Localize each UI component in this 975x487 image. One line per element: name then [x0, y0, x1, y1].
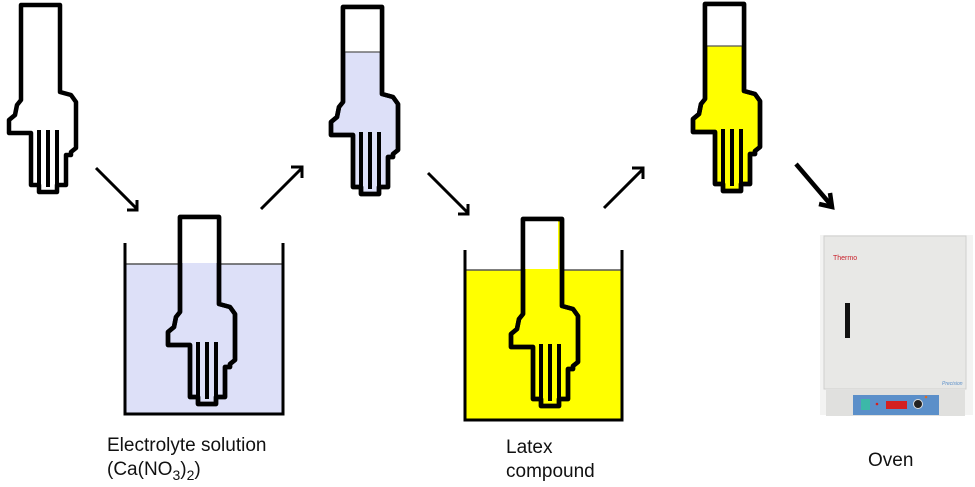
hand-former-latex-coated	[693, 4, 760, 191]
oven-knob	[913, 399, 923, 409]
oven-label: Oven	[868, 450, 914, 471]
electrolyte-formula: (Ca(NO3)2)	[107, 459, 201, 483]
oven-brand: Thermo	[833, 255, 857, 262]
latex-label-line2: compound	[506, 461, 595, 482]
electrolyte-label-line1: Electrolyte solution	[107, 435, 267, 456]
arrow-icon-1	[94, 166, 139, 212]
electrolyte-label: Electrolyte solution (Ca(NO3)2)	[107, 434, 266, 482]
oven-model: Precision	[942, 381, 963, 387]
latex-label-line1: Latex	[506, 437, 553, 458]
arrow-icon-5	[794, 162, 835, 210]
oven-icon: Thermo Precision	[820, 235, 973, 416]
oven-display	[886, 401, 907, 409]
oven-door-handle	[845, 303, 850, 338]
arrow-icon-4	[602, 166, 645, 210]
hand-former-electrolyte-coated	[331, 7, 398, 194]
dip-tank-electrolyte	[123, 217, 285, 416]
hand-former-bare	[9, 5, 76, 192]
dip-tank-latex	[463, 219, 624, 422]
arrow-icon-3	[426, 171, 470, 216]
arrow-icon-2	[259, 165, 304, 211]
latex-label: Latex compound	[506, 436, 595, 484]
